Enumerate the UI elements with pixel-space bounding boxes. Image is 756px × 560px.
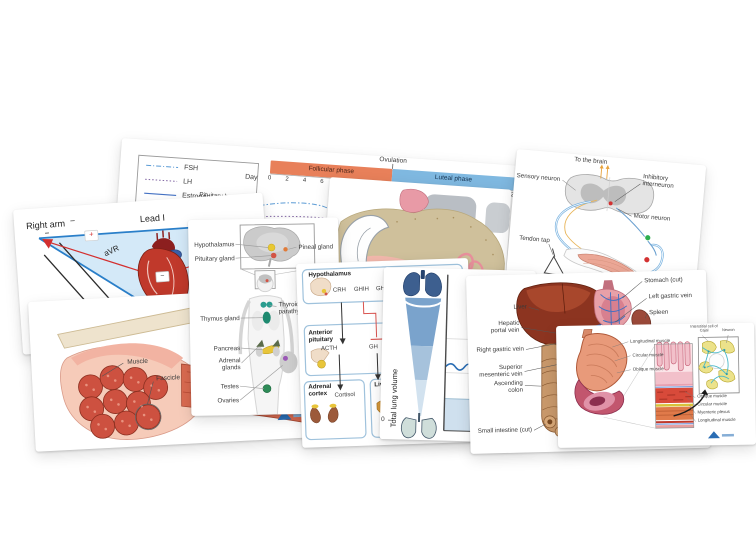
heart-minus-label: − xyxy=(160,272,165,280)
total-lung-volume-axis-label: Total lung volume xyxy=(388,368,400,428)
pointer-lines xyxy=(235,243,297,401)
oblique-muscle-label: Oblique muscle xyxy=(632,366,664,372)
pineal-gland-label: Pineal gland xyxy=(298,243,334,252)
cortisol-label: Cortisol xyxy=(334,392,356,399)
lead-minus-label: − xyxy=(69,215,76,227)
hepatic-portal-vein-label: Hepatic portal vein xyxy=(490,319,520,335)
stomach-wall-illustration xyxy=(574,329,740,439)
spleen-label: Spleen xyxy=(648,308,669,317)
interstitial-cell-label: Interstitial cell of Cajal xyxy=(690,324,718,333)
thymus-gland-label: Thymus gland xyxy=(200,315,240,323)
axis-minus-label: − xyxy=(44,228,50,238)
day-tick: 6 xyxy=(320,178,324,186)
legend-lh: LH xyxy=(182,177,193,186)
hypothalamus-box-label: Hypothalamus xyxy=(308,270,352,279)
pituitary-gland-label: Pituitary gland xyxy=(194,255,235,263)
left-gastric-vein-label: Left gastric vein xyxy=(648,292,693,301)
endocrine-system-card: Hypothalamus Pituitary gland Pineal glan… xyxy=(188,217,342,416)
anterior-pituitary-box-label: Anterior pituitary xyxy=(308,328,334,344)
acth-label: ACTH xyxy=(320,345,338,353)
day-tick: 4 xyxy=(302,177,307,184)
day-tick: 0 xyxy=(267,175,272,182)
neuron-label: Neuron xyxy=(722,327,735,333)
ovaries-label: Ovaries xyxy=(217,397,240,405)
testes-label: Testes xyxy=(220,383,239,391)
stomach-wall-card: Longitudinal muscle Circular muscle Obli… xyxy=(556,322,756,448)
day-tick: 2 xyxy=(285,176,289,183)
muscle-label: Muscle xyxy=(127,357,149,366)
superior-mesenteric-vein-label: Superior mesenteric vein xyxy=(479,363,523,379)
legend-fsh: FSH xyxy=(183,163,199,172)
fascicle-texture xyxy=(85,374,161,431)
fascicle-bundle xyxy=(78,365,169,439)
neuron-network xyxy=(702,347,730,384)
liver-label: Liver xyxy=(513,303,527,311)
villi xyxy=(656,341,691,372)
gh-label: GH xyxy=(368,344,379,351)
circular-muscle-label: Circular muscle xyxy=(632,352,664,358)
oblique-muscle-layer-label: Oblique muscle xyxy=(697,393,727,399)
pointer-lines xyxy=(612,334,729,422)
pancreas-label: Pancreas xyxy=(213,345,241,353)
longitudinal-muscle-layer-label: Longitudinal muscle xyxy=(697,416,736,423)
adrenal-glands-label: Adrenal glands xyxy=(218,357,241,372)
stomach-cut-label: Stomach (cut) xyxy=(644,276,683,285)
avr-plus-label: + xyxy=(88,229,94,239)
myenteric-plexus-label: Myenteric plexus xyxy=(697,408,730,415)
longitudinal-muscle-label: Longitudinal muscle xyxy=(630,338,671,344)
fascicle-label: Fascicle xyxy=(156,374,181,383)
hypothalamus-label: Hypothalamus xyxy=(194,241,235,249)
circular-muscle-layer-label: Circular muscle xyxy=(697,401,728,407)
ghih-label: GHIH xyxy=(353,286,370,293)
zero-tick-label: 0 xyxy=(380,415,385,424)
cajal-cells xyxy=(698,340,736,390)
crh-label: CRH xyxy=(332,287,347,294)
endocrine-illustration xyxy=(235,223,316,416)
lead-i-label: Lead I xyxy=(139,212,166,225)
right-gastric-vein-label: Right gastric vein xyxy=(476,345,525,354)
ascending-colon-label: Ascending colon xyxy=(493,379,524,394)
